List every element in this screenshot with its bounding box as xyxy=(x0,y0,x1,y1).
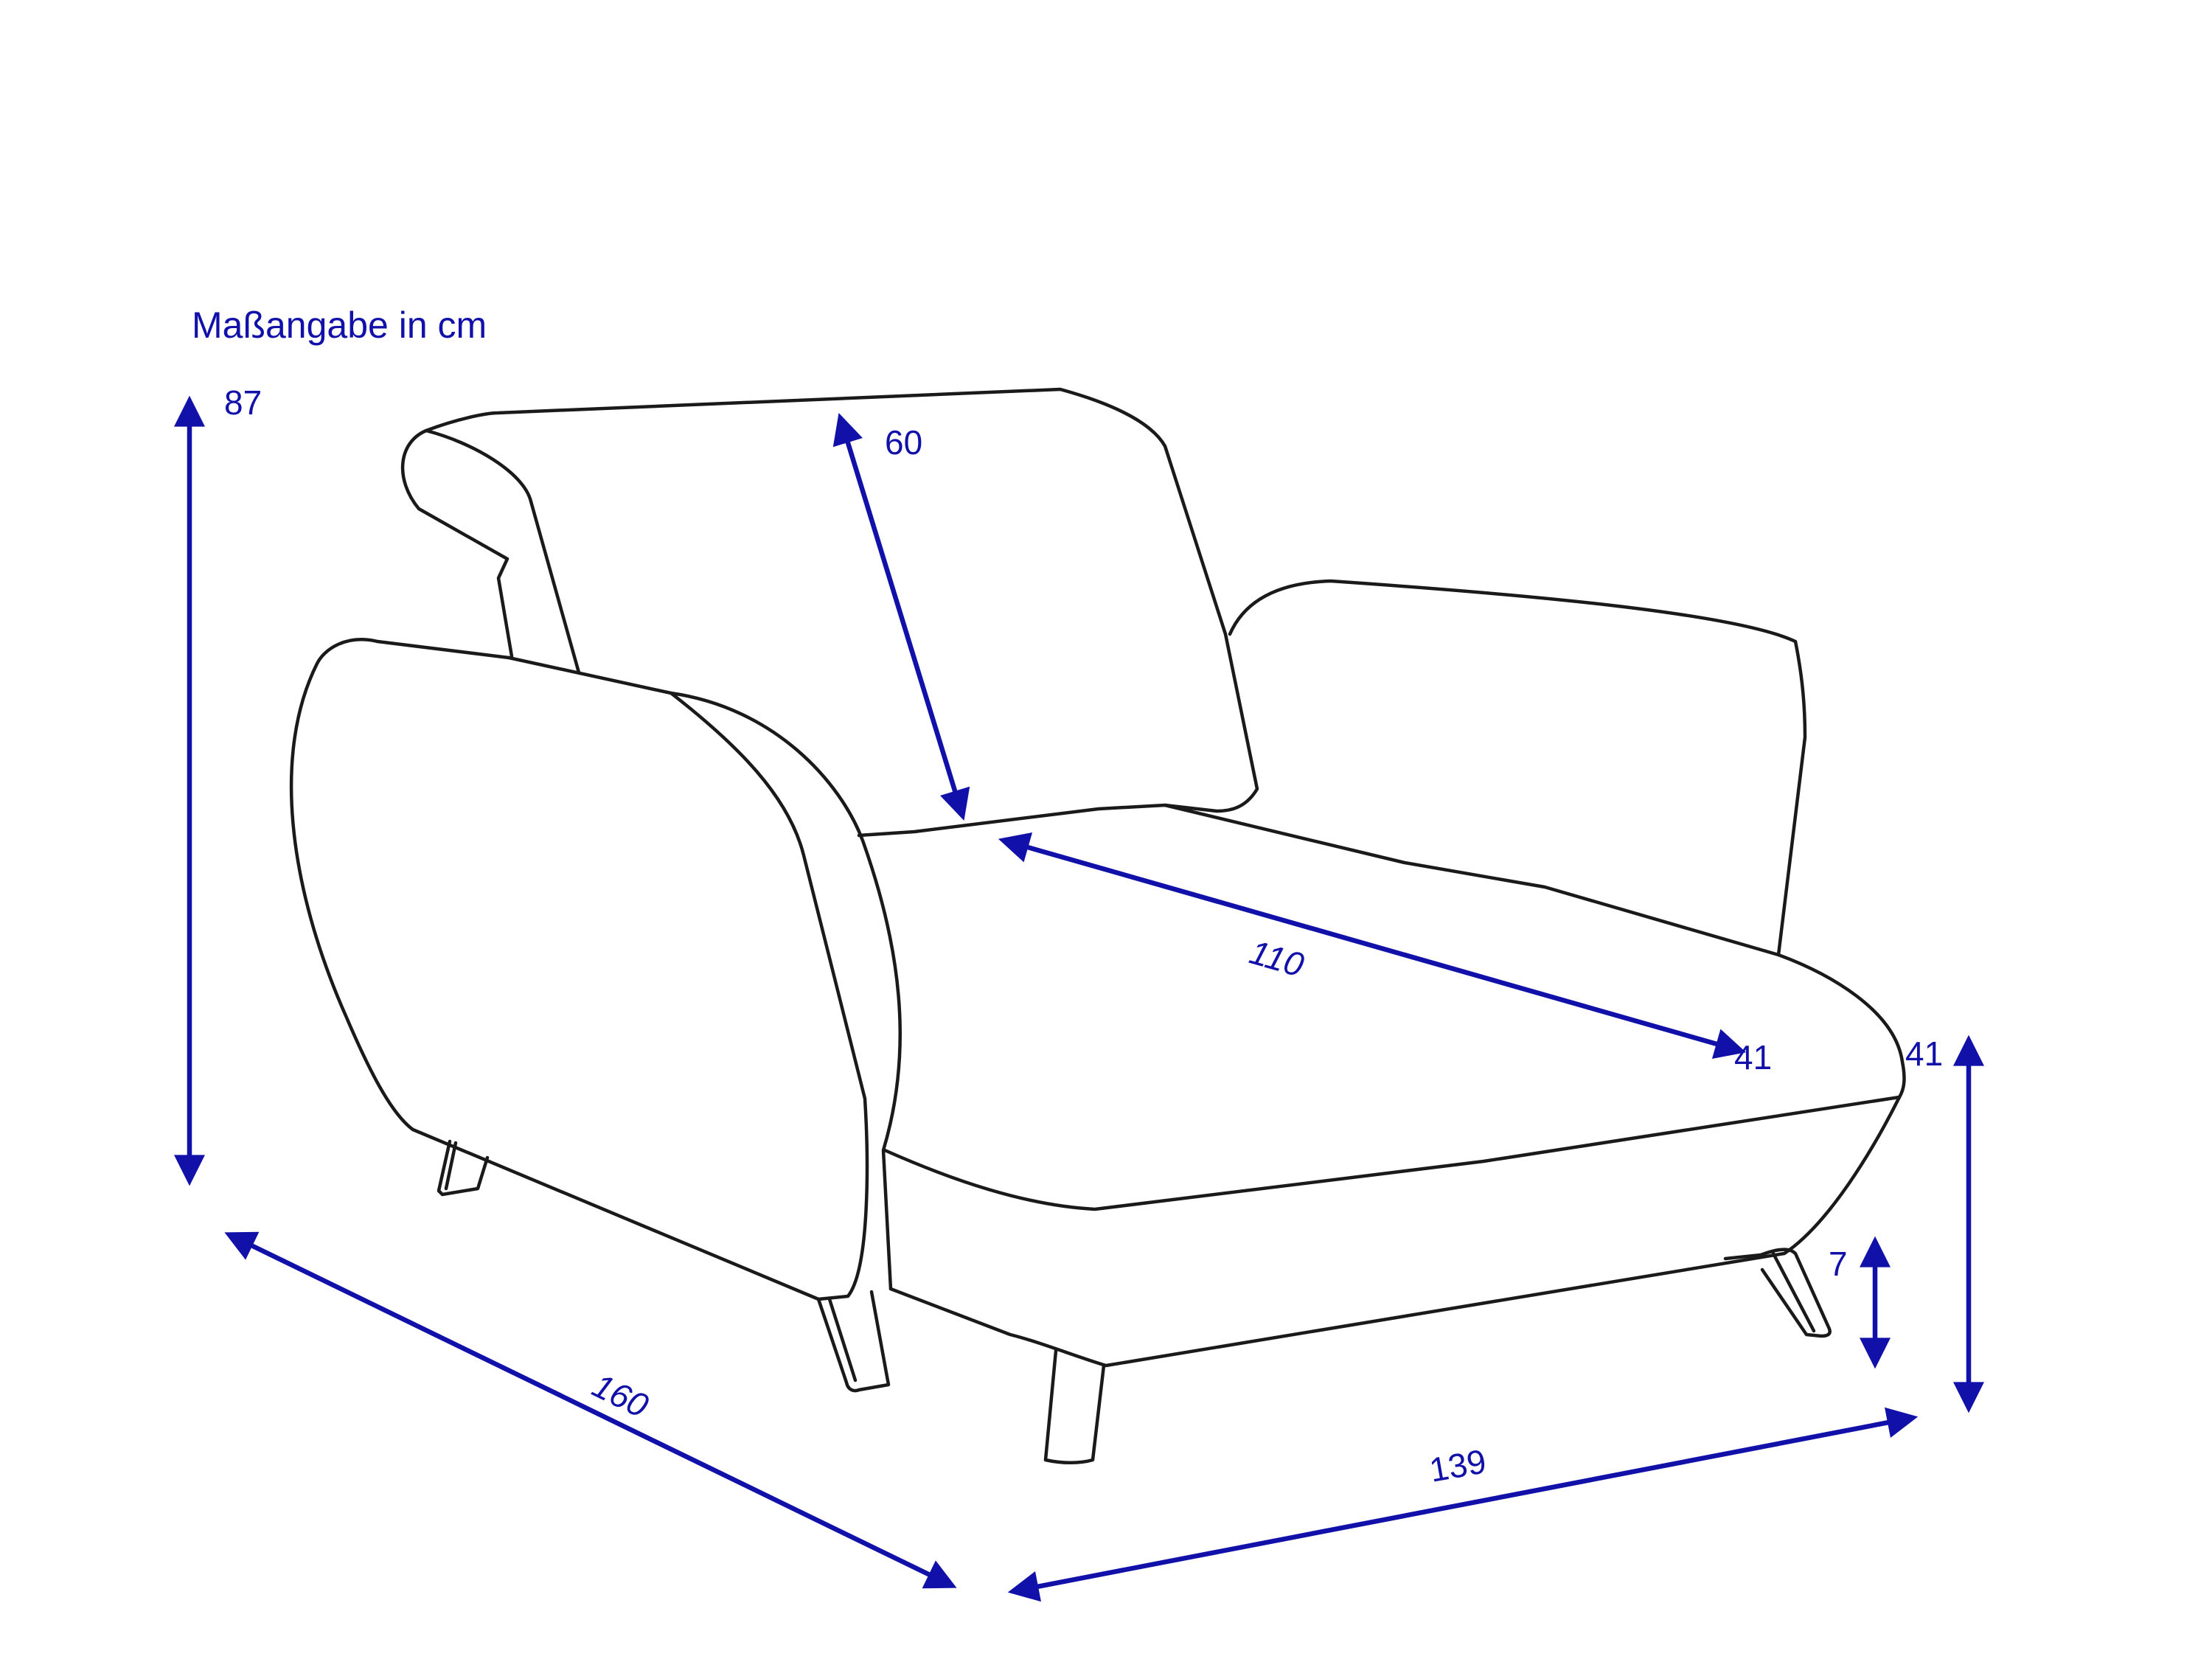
label-back-depth: 60 xyxy=(885,423,922,462)
backrest xyxy=(424,387,1259,813)
dimension-labels: 87 60 110 41 41 7 160 139 xyxy=(224,383,1943,1489)
label-length: 160 xyxy=(587,1366,655,1425)
label-leg-height: 7 xyxy=(1829,1245,1848,1283)
armchair-outline xyxy=(289,387,1906,1464)
leg-back-right xyxy=(1723,1248,1832,1338)
label-seat-depth: 110 xyxy=(1245,933,1308,984)
label-seat-height-outer: 41 xyxy=(1905,1034,1943,1073)
left-armrest-top xyxy=(507,655,902,1291)
dim-seat-depth-arrow xyxy=(998,832,1747,1059)
seat-front-edge xyxy=(883,1095,1902,1211)
backrest-left-crease xyxy=(424,428,581,675)
backrest-left-wing xyxy=(400,428,514,658)
label-total-height: 87 xyxy=(224,383,262,422)
left-armrest xyxy=(289,638,821,1301)
dimension-lines xyxy=(174,395,1984,1602)
unit-caption: Maßangabe in cm xyxy=(192,305,487,346)
dim-length-arrow xyxy=(224,1231,957,1589)
base-front xyxy=(888,1095,1902,1368)
left-armrest-inner xyxy=(669,691,869,1301)
dim-width-arrow xyxy=(1007,1407,1919,1602)
leg-front-right xyxy=(1043,1349,1106,1464)
right-armrest xyxy=(1228,579,1906,1099)
dim-back-depth-arrow xyxy=(832,412,970,821)
leg-back-left-inner xyxy=(444,1141,458,1191)
label-width: 139 xyxy=(1427,1441,1489,1489)
label-seat-height-inner: 41 xyxy=(1734,1038,1772,1077)
leg-back-left xyxy=(437,1139,490,1197)
leg-back-right-inner xyxy=(1771,1251,1816,1333)
